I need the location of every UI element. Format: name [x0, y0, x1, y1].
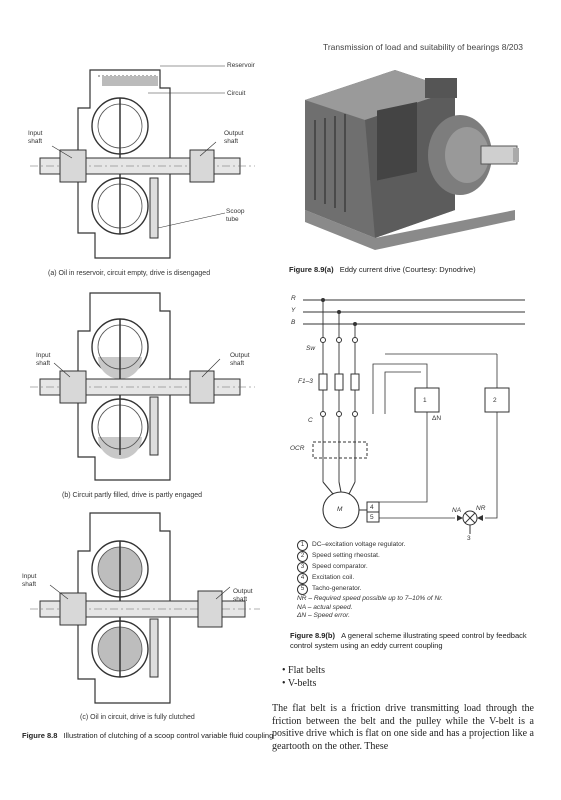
switch-label: Sw [306, 345, 316, 352]
label-input-shaft-b: Input shaft [36, 352, 51, 367]
contactor-label: C [308, 417, 313, 424]
figure-8-8-caption-label: Figure 8.8 [22, 731, 58, 740]
label-scoop-tube: Scoop tube [226, 208, 245, 223]
list-item: Flat belts [282, 664, 325, 677]
label-input-shaft-c: Input shaft [22, 573, 37, 588]
figure-8-9a-caption: Figure 8.9(a) Eddy current drive (Courte… [289, 265, 476, 275]
phase-label-r: R [291, 295, 296, 302]
label-output-shaft-b: Output shaft [230, 352, 250, 367]
figure-8-8-caption-text: Illustration of clutching of a scoop con… [63, 731, 274, 740]
box-2-label: 2 [493, 397, 497, 404]
eddy-current-drive-photo [285, 60, 525, 260]
label-input-shaft: Input shaft [28, 130, 43, 145]
caption-panel-b: (b) Circuit partly filled, drive is part… [62, 492, 203, 499]
belt-type-list: Flat belts V-belts [282, 664, 325, 690]
label-output-shaft: Output shaft [224, 130, 244, 145]
speed-control-circuit [303, 298, 525, 534]
figure-8-9a-caption-text: Eddy current drive (Courtesy: Dynodrive) [339, 265, 476, 274]
label-reservoir: Reservoir [227, 62, 255, 69]
label-output-shaft-c: Output shaft [233, 588, 253, 603]
box-1-label: 1 [423, 397, 427, 404]
figure-8-8c-drawing [30, 512, 260, 704]
body-paragraph: The flat belt is a friction drive transm… [272, 703, 534, 752]
legend-note: NR – Required speed possible up to 7–10%… [297, 595, 444, 602]
coil-4-label: 4 [370, 504, 374, 511]
figure-8-8a-drawing [30, 65, 255, 259]
running-header: Transmission of load and suitability of … [322, 42, 523, 52]
comparator-label: 3 [467, 535, 471, 542]
phase-label-y: Y [291, 307, 296, 314]
figure-8-8b-drawing [30, 292, 255, 481]
figure-8-9b-caption: Figure 8.9(b) A general scheme illustrat… [290, 631, 535, 651]
caption-panel-c: (c) Oil in circuit, drive is fully clutc… [80, 714, 195, 721]
figure-8-9b-caption-label: Figure 8.9(b) [290, 631, 336, 640]
motor-label: M [337, 506, 343, 513]
label-circuit: Circuit [227, 90, 246, 97]
na-label: NA [452, 507, 462, 514]
legend-note: ΔN – Speed error. [297, 612, 350, 620]
list-item: V-belts [282, 677, 325, 690]
figure-8-8-caption: Figure 8.8 Illustration of clutching of … [22, 731, 277, 741]
caption-panel-a: (a) Oil in reservoir, circuit empty, dri… [48, 270, 211, 277]
fuse-label: F1–3 [298, 378, 313, 385]
delta-n-label: ΔN [432, 415, 442, 422]
figure-8-9a-caption-label: Figure 8.9(a) [289, 265, 334, 274]
legend-note: NA – actual speed. [297, 603, 353, 611]
phase-label-b: B [291, 319, 296, 326]
ocr-label: OCR [290, 445, 305, 452]
nr-label: NR [476, 505, 486, 512]
coil-5-label: 5 [370, 514, 374, 521]
figure-8-9b-caption-text: A general scheme illustrating speed cont… [290, 631, 527, 650]
